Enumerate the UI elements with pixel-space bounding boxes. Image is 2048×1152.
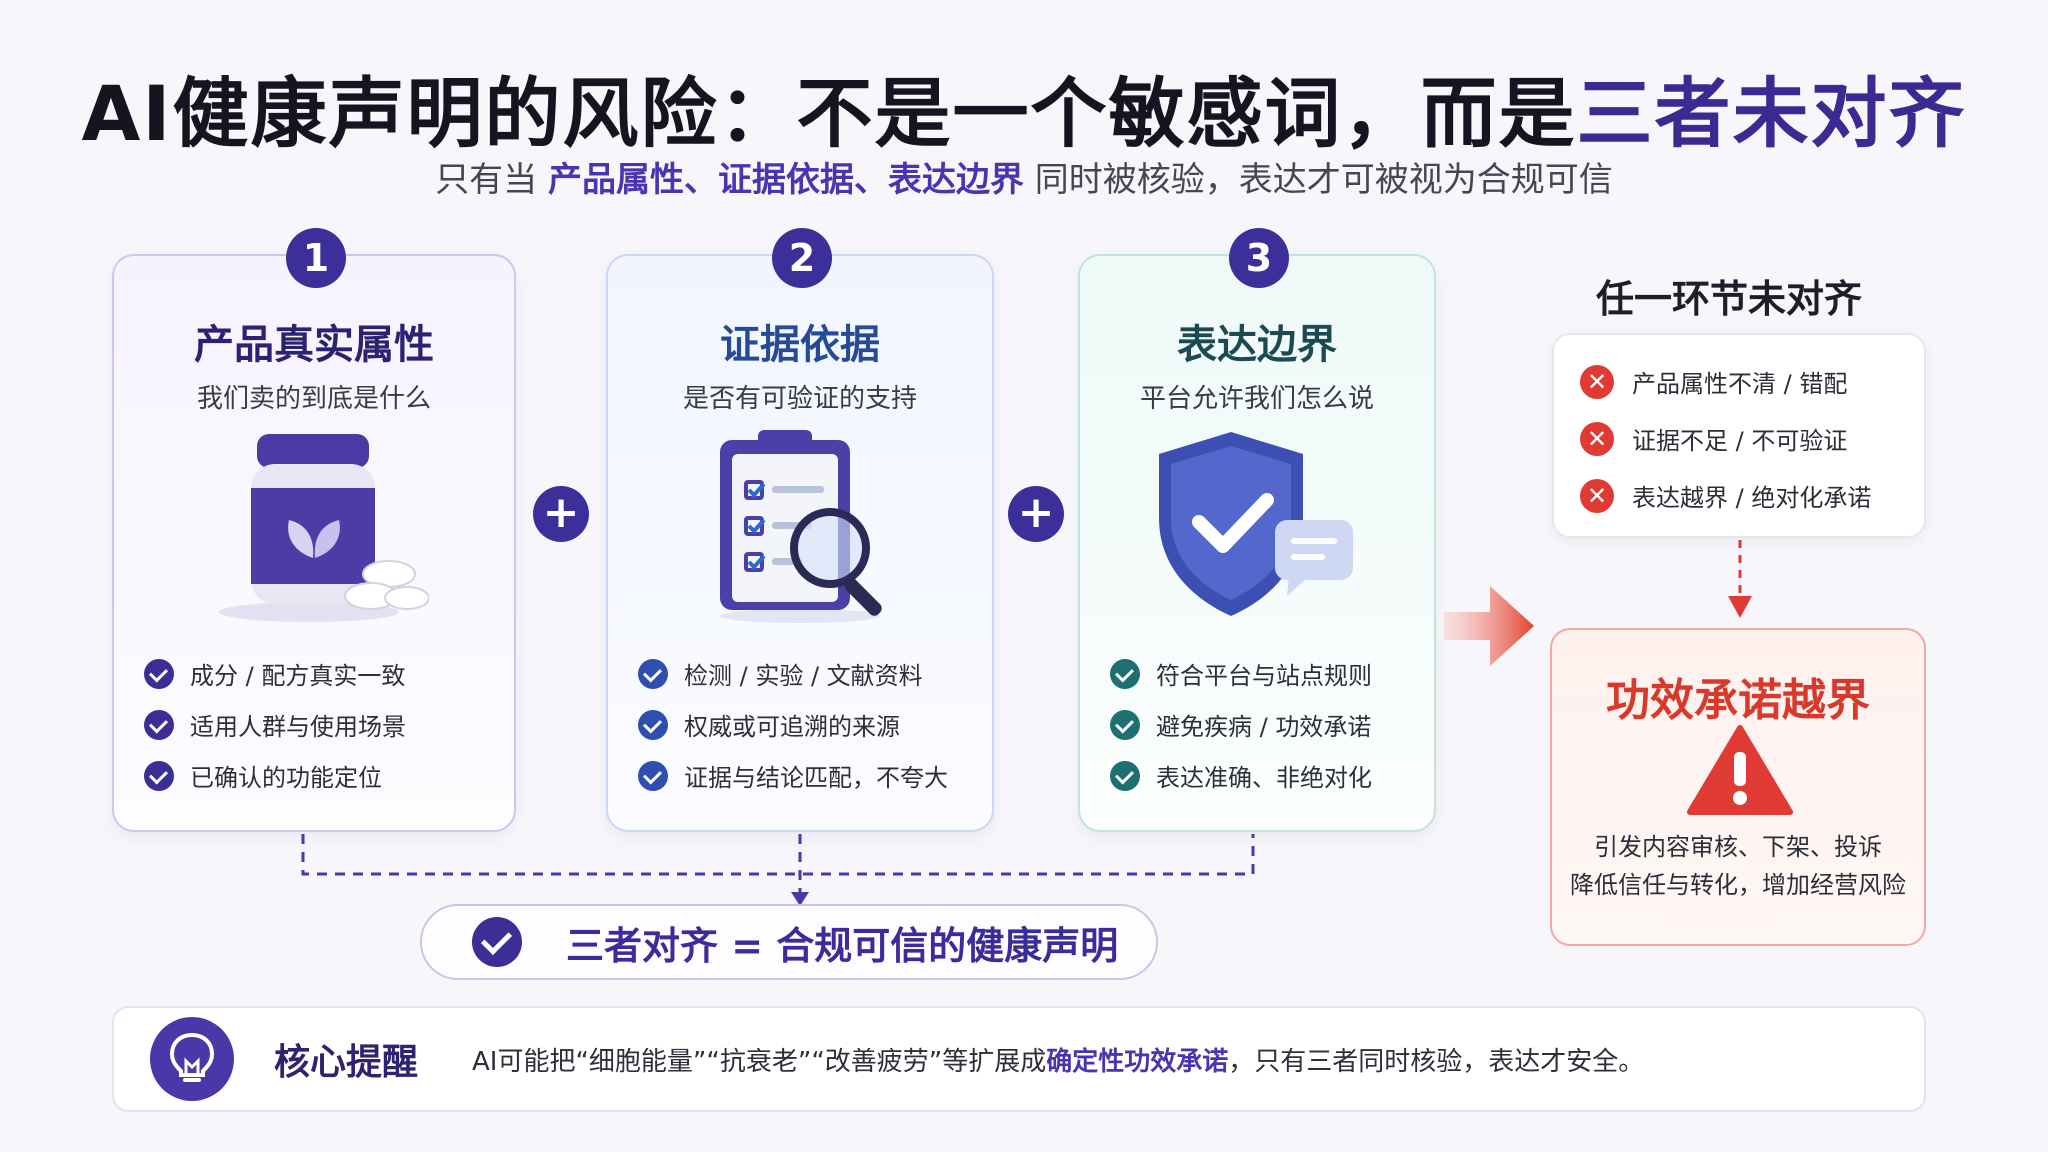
shield-check-icon — [1159, 432, 1353, 616]
check-item: 成分 / 配方真实一致 — [144, 648, 504, 699]
card-subtitle: 我们卖的到底是什么 — [196, 384, 431, 414]
check-item: 避免疾病 / 功效承诺 — [1110, 699, 1424, 750]
plus-icon: + — [533, 486, 589, 542]
step-badge: 1 — [286, 228, 346, 288]
check-circle-icon — [144, 760, 174, 791]
check-list: 成分 / 配方真实一致 适用人群与使用场景 已确认的功能定位 — [144, 648, 504, 801]
warning-triangle-icon — [1687, 725, 1793, 815]
check-item: 表达准确、非绝对化 — [1110, 750, 1424, 801]
card-expression-boundary: 3 表达边界 平台允许我们怎么说 符合平台与站点规则 避免疾病 / 功效承诺 表… — [1078, 228, 1436, 832]
subtitle-prefix: 只有当 — [435, 160, 548, 200]
card-title: 表达边界 — [1177, 322, 1337, 368]
risk-arrowhead — [1728, 596, 1752, 618]
check-list: 符合平台与站点规则 避免疾病 / 功效承诺 表达准确、非绝对化 — [1110, 648, 1424, 801]
check-item: 证据与结论匹配，不夸大 — [638, 750, 982, 801]
check-circle-icon — [472, 917, 522, 967]
card-title: 产品真实属性 — [194, 322, 434, 368]
card-evidence: 2 证据依据 是否有可验证的支持 检测 / 实验 / 文献资料 权威或可追溯的来… — [606, 228, 994, 832]
lightbulb-icon — [150, 1017, 234, 1101]
card-title: 证据依据 — [720, 322, 880, 368]
x-circle-icon: ✕ — [1580, 478, 1614, 513]
x-circle-icon: ✕ — [1580, 421, 1614, 456]
check-circle-icon — [1110, 709, 1140, 740]
subtitle-accent: 产品属性、证据依据、表达边界 — [548, 160, 1024, 200]
check-circle-icon — [638, 709, 668, 740]
title-prefix: AI健康声明的风险：不是一个敏感词，而是 — [81, 69, 1577, 158]
danger-title: 功效承诺越界 — [1606, 675, 1870, 726]
check-item: 检测 / 实验 / 文献资料 — [638, 648, 982, 699]
risk-list: ✕产品属性不清 / 错配 ✕证据不足 / 不可验证 ✕表达越界 / 绝对化承诺 — [1552, 333, 1926, 538]
page-title: AI健康声明的风险：不是一个敏感词，而是三者未对齐 — [0, 52, 2048, 162]
check-circle-icon — [1110, 760, 1140, 791]
x-circle-icon: ✕ — [1580, 364, 1614, 399]
card-subtitle: 是否有可验证的支持 — [682, 384, 917, 414]
tip-text: AI可能把“细胞能量”“抗衰老”“改善疲劳”等扩展成确定性功效承诺，只有三者同时… — [472, 1046, 1645, 1077]
check-item: 权威或可追溯的来源 — [638, 699, 982, 750]
card-subtitle: 平台允许我们怎么说 — [1139, 384, 1374, 414]
core-reminder: 核心提醒 AI可能把“细胞能量”“抗衰老”“改善疲劳”等扩展成确定性功效承诺，只… — [112, 1006, 1926, 1112]
check-circle-icon — [638, 760, 668, 791]
risk-item: ✕表达越界 / 绝对化承诺 — [1554, 467, 1924, 524]
risk-title: 任一环节未对齐 — [1595, 277, 1862, 321]
step-badge: 2 — [772, 228, 832, 288]
plus-icon: + — [1008, 486, 1064, 542]
title-accent: 三者未对齐 — [1576, 69, 1967, 158]
tip-label: 核心提醒 — [274, 1042, 419, 1083]
check-list: 检测 / 实验 / 文献资料 权威或可追溯的来源 证据与结论匹配，不夸大 — [638, 648, 982, 801]
danger-description: 引发内容审核、下架、投诉 降低信任与转化，增加经营风险 — [1570, 833, 1906, 899]
supplement-jar-icon — [219, 434, 429, 622]
check-item: 符合平台与站点规则 — [1110, 648, 1424, 699]
step-badge: 3 — [1229, 228, 1289, 288]
clipboard-magnifier-icon — [720, 430, 882, 623]
check-circle-icon — [144, 658, 174, 689]
red-arrow — [1444, 586, 1534, 666]
card-product-attributes: 1 产品真实属性 我们卖的到底是什么 成分 / 配方真实一致 适用人群与使用场景… — [112, 228, 516, 832]
subtitle-suffix: 同时被核验，表达才可被视为合规可信 — [1024, 160, 1613, 200]
risk-item: ✕证据不足 / 不可验证 — [1554, 410, 1924, 467]
result-text: 三者对齐 = 合规可信的健康声明 — [566, 923, 1119, 968]
page-subtitle: 只有当 产品属性、证据依据、表达边界 同时被核验，表达才可被视为合规可信 — [0, 152, 2048, 201]
check-circle-icon — [144, 709, 174, 740]
check-circle-icon — [638, 658, 668, 689]
bracket-line — [301, 834, 1255, 876]
check-item: 适用人群与使用场景 — [144, 699, 504, 750]
danger-box: 功效承诺越界 引发内容审核、下架、投诉 降低信任与转化，增加经营风险 — [1550, 628, 1926, 946]
bracket-arrowhead — [791, 892, 809, 906]
check-item: 已确认的功能定位 — [144, 750, 504, 801]
risk-item: ✕产品属性不清 / 错配 — [1554, 353, 1924, 410]
result-pill: 三者对齐 = 合规可信的健康声明 — [420, 904, 1158, 980]
check-circle-icon — [1110, 658, 1140, 689]
